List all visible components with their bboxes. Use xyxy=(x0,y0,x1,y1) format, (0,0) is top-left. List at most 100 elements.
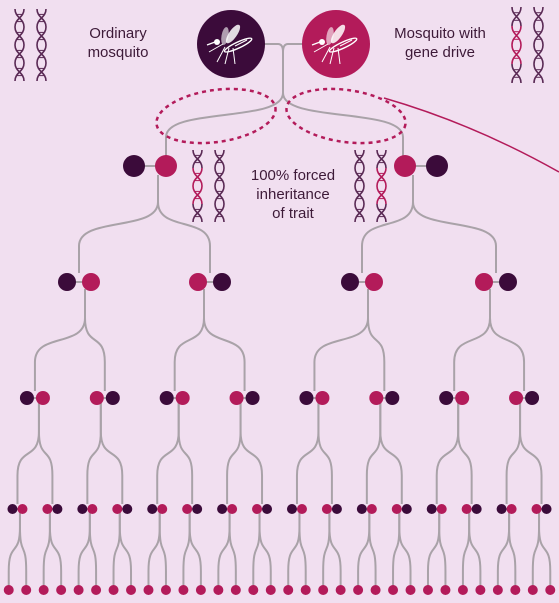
gene-drive-node xyxy=(17,504,28,514)
ordinary-node xyxy=(262,504,273,514)
gene-drive-node xyxy=(436,504,447,514)
branch-line xyxy=(165,64,284,166)
gene-drive-node xyxy=(365,273,383,291)
branch-line xyxy=(412,175,497,273)
gene-drive-node xyxy=(527,585,538,595)
ordinary-node xyxy=(541,504,552,514)
gene-drive-node xyxy=(283,585,294,595)
ordinary-node xyxy=(52,504,63,514)
gene-drive-node xyxy=(369,391,384,405)
dna-helix-icon xyxy=(533,6,544,84)
ordinary-node xyxy=(286,504,297,514)
ordinary-node xyxy=(58,273,76,291)
gene-drive-node xyxy=(335,585,346,595)
gene-drive-node xyxy=(455,391,470,405)
branch-line xyxy=(328,512,342,586)
gene-drive-node xyxy=(42,504,53,514)
gene-drive-node xyxy=(475,273,493,291)
branch-line xyxy=(118,512,133,586)
gene-drive-node xyxy=(195,585,206,595)
forced-label-line-2: inheritance xyxy=(256,186,330,203)
gene-drive-node xyxy=(73,585,84,595)
branch-line xyxy=(508,512,517,586)
ellipse-right xyxy=(285,87,407,145)
ordinary-node xyxy=(123,155,145,177)
gene-drive-node xyxy=(509,391,524,405)
ordinary-node xyxy=(122,504,133,514)
dna-helix-icon xyxy=(14,8,25,82)
gene-drive-node xyxy=(321,504,332,514)
ordinary-node xyxy=(217,504,228,514)
gene-drive-node xyxy=(506,504,517,514)
gene-drive-node xyxy=(189,273,207,291)
gene-drive-node xyxy=(252,504,263,514)
callout-line xyxy=(383,97,559,173)
dna-helix-icon xyxy=(511,6,522,84)
branch-line xyxy=(177,403,194,504)
gene-drive-mosquito-label: Mosquito with gene drive xyxy=(375,24,505,62)
ordinary-node xyxy=(192,504,203,514)
gene-drive-node xyxy=(457,585,468,595)
gene-drive-node xyxy=(178,585,189,595)
gene-drive-node xyxy=(461,504,472,514)
dna-icons xyxy=(14,6,544,223)
forced-label-line-3: of trait xyxy=(272,205,314,222)
gene-drive-node xyxy=(38,585,49,595)
gene-drive-node xyxy=(213,585,224,595)
gene-drive-node xyxy=(391,504,402,514)
gene-drive-node xyxy=(56,585,67,595)
dna-helix-icon xyxy=(36,8,47,82)
gene-drive-node xyxy=(82,273,100,291)
branch-line xyxy=(519,403,543,504)
gene-drive-node xyxy=(422,585,433,595)
ordinary-node xyxy=(496,504,507,514)
gene-drive-node xyxy=(531,504,542,514)
dna-helix-icon xyxy=(192,149,203,223)
gene-drive-node xyxy=(229,391,244,405)
ordinary-node xyxy=(299,391,314,405)
ordinary-node xyxy=(385,391,400,405)
ordinary-node xyxy=(525,391,540,405)
dna-helix-icon xyxy=(354,149,365,223)
tree-edges xyxy=(7,43,552,590)
branch-line xyxy=(379,403,403,504)
branch-line xyxy=(368,512,377,586)
ordinary-node xyxy=(426,155,448,177)
branch-line xyxy=(99,403,124,504)
ordinary-node xyxy=(471,504,482,514)
gene-drive-node xyxy=(440,585,451,595)
gene-drive-node xyxy=(3,585,14,595)
branch-line xyxy=(78,175,159,273)
gene-drive-node xyxy=(87,504,98,514)
parent-mosquitoes xyxy=(197,10,370,78)
gene-drive-node xyxy=(157,504,168,514)
dna-helix-icon xyxy=(214,149,225,223)
gene-drive-node xyxy=(227,504,238,514)
gene-drive-node xyxy=(35,391,50,405)
ordinary-node xyxy=(7,504,18,514)
gene-drive-mosquito-circle xyxy=(302,10,370,78)
ordinary-node xyxy=(159,391,174,405)
selection-ellipses xyxy=(155,87,559,173)
mosquito-icon xyxy=(206,24,253,65)
ordinary-node xyxy=(105,391,120,405)
gene-drive-node xyxy=(394,155,416,177)
parent-link-gene-drive xyxy=(282,43,318,53)
branch-line xyxy=(538,512,552,586)
branch-line xyxy=(258,512,272,586)
branch-line xyxy=(239,403,264,504)
gene-drive-node xyxy=(315,391,330,405)
gene-drive-node xyxy=(112,504,123,514)
branch-line xyxy=(84,289,106,391)
mosquito-icon xyxy=(311,24,358,65)
branch-line xyxy=(361,175,414,273)
gene-drive-node xyxy=(545,585,556,595)
branch-line xyxy=(18,512,28,586)
ordinary-node xyxy=(147,504,158,514)
gene-drive-node xyxy=(296,504,307,514)
ordinary-node xyxy=(401,504,412,514)
gene-drive-node xyxy=(370,585,381,595)
gene-drive-node xyxy=(182,504,193,514)
gene-drive-node xyxy=(248,585,259,595)
